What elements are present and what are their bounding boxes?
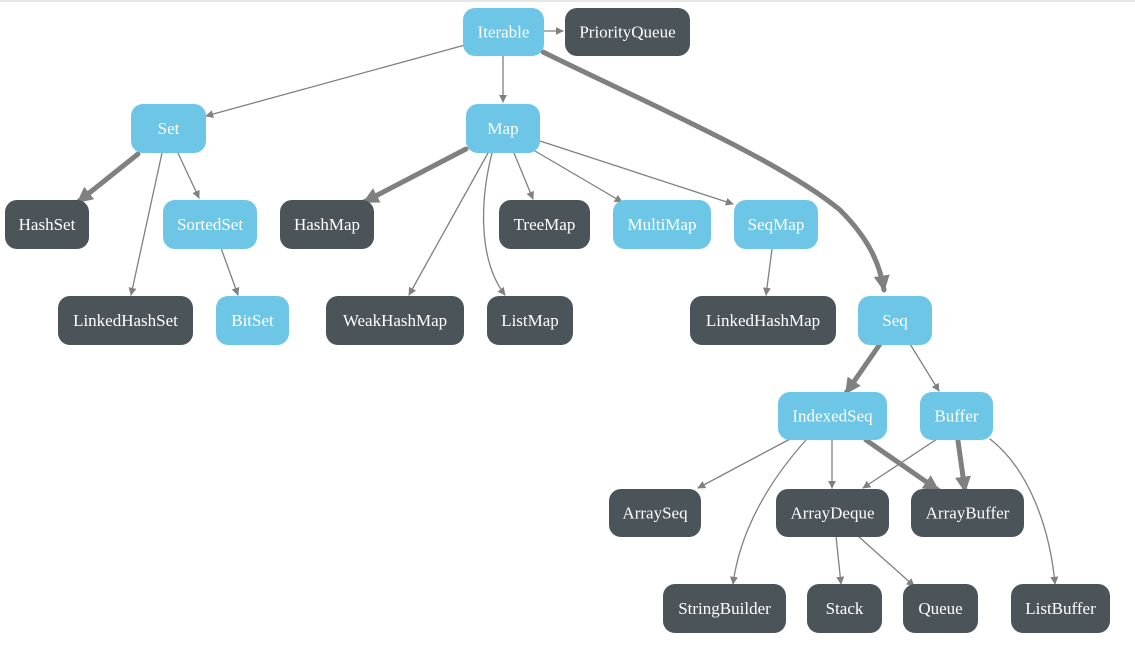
node-map[interactable]: Map [466,104,540,153]
node-label: MultiMap [628,215,697,234]
edge-set-sortedset [177,152,200,199]
node-arraybuffer[interactable]: ArrayBuffer [911,489,1024,537]
node-set[interactable]: Set [131,104,206,153]
edge-map-weakhashmap [408,152,489,296]
edge-arraydeque-stack [835,535,845,585]
node-label: LinkedHashMap [706,311,820,330]
top-divider [0,0,1135,2]
edge-set-linkedhashset [128,152,163,296]
node-priorityqueue[interactable]: PriorityQueue [565,8,690,56]
edge-map-treemap [513,152,534,200]
node-indexedseq[interactable]: IndexedSeq [778,392,887,440]
node-linkedhashset[interactable]: LinkedHashSet [58,296,193,345]
node-stringbuilder[interactable]: StringBuilder [663,584,786,633]
edge-buffer-listbuffer [989,438,1059,585]
edge-map-listmap [482,152,506,296]
node-bitset[interactable]: BitSet [216,296,289,345]
edge-arraydeque-queue [857,535,915,587]
node-treemap[interactable]: TreeMap [499,200,590,249]
edge-seq-indexedseq [843,341,883,396]
node-linkedhashmap[interactable]: LinkedHashMap [690,296,836,345]
node-label: IndexedSeq [792,407,873,426]
node-label: HashMap [294,215,360,234]
node-seqmap[interactable]: SeqMap [734,200,818,249]
node-label: Set [158,119,180,138]
edge-map-seqmap [539,140,734,206]
node-sortedset[interactable]: SortedSet [163,200,257,249]
node-label: WeakHashMap [343,311,447,330]
node-label: Map [487,119,518,138]
node-arraydeque[interactable]: ArrayDeque [776,489,889,537]
node-listbuffer[interactable]: ListBuffer [1011,584,1110,633]
edge-layer [75,27,1059,587]
node-label: Iterable [478,23,530,42]
edge-seq-buffer [909,343,940,392]
edge-sortedset-bitset [220,247,240,296]
node-layer: Iterable PriorityQueue Set Map HashSet S… [5,8,1110,633]
node-label: ArrayDeque [790,504,874,523]
node-label: PriorityQueue [579,23,675,42]
node-arrayseq[interactable]: ArraySeq [609,489,701,537]
node-listmap[interactable]: ListMap [487,296,573,345]
edge-map-hashmap [361,146,469,205]
edge-iterable-seq [540,49,890,293]
node-seq[interactable]: Seq [858,296,932,345]
edge-indexedseq-arraybuffer [863,437,941,493]
node-label: ListMap [501,311,559,330]
node-label: LinkedHashSet [73,311,178,330]
node-hashset[interactable]: HashSet [5,200,89,249]
node-hashmap[interactable]: HashMap [280,200,374,249]
edge-buffer-arraydeque [862,438,938,489]
node-label: StringBuilder [678,599,771,618]
node-label: Seq [882,311,908,330]
node-label: TreeMap [514,215,576,234]
node-iterable[interactable]: Iterable [463,8,544,56]
edge-buffer-arraybuffer [955,438,971,494]
node-label: Queue [918,599,962,618]
edge-map-multimap [534,150,623,203]
node-label: Buffer [934,407,978,426]
node-label: BitSet [231,311,274,330]
node-multimap[interactable]: MultiMap [613,200,711,249]
edge-set-hashset [75,151,141,205]
node-label: ArraySeq [622,504,688,523]
node-label: SeqMap [748,215,805,234]
edge-seqmap-linkedhashmap [762,248,773,296]
node-label: SortedSet [177,215,243,234]
edge-iterable-set [205,44,466,118]
node-label: HashSet [19,215,76,234]
node-queue[interactable]: Queue [903,584,978,633]
node-label: ArrayBuffer [926,504,1010,523]
node-stack[interactable]: Stack [807,584,882,633]
edge-indexedseq-arrayseq [697,438,791,489]
node-label: Stack [826,599,864,618]
node-label: ListBuffer [1025,599,1096,618]
node-buffer[interactable]: Buffer [920,392,993,440]
edge-indexedseq-stringbuilder [729,439,807,585]
node-weakhashmap[interactable]: WeakHashMap [326,296,464,345]
